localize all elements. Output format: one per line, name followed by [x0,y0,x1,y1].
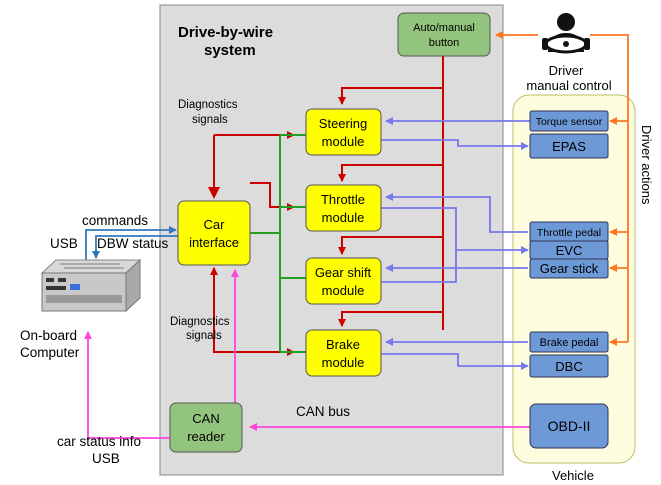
brake-pedal-box: Brake pedal [529,331,609,353]
vehicle-label: Vehicle [552,468,594,483]
gear-stick-box: Gear stick [529,258,609,279]
diag-bottom-label-1: Diagnostics [170,316,230,328]
evc-label: EVC [556,243,583,258]
throttle-pedal-label: Throttle pedal [537,227,601,239]
brake-pedal-label: Brake pedal [540,337,599,349]
car-interface-module: Car interface [177,200,251,266]
commands-label: commands [82,213,148,228]
evc-box: EVC [529,240,609,260]
onboard-computer-icon [40,258,142,313]
can-reader-module: CAN reader [169,402,243,453]
system-title-line1: Drive-by-wire [178,24,273,41]
driver-icon [542,13,590,54]
brake-label-2: module [322,355,365,370]
usb-bottom-label: USB [92,451,120,466]
epas-label: EPAS [552,139,586,154]
torque-sensor-box: Torque sensor [529,110,609,132]
gear-stick-label: Gear stick [540,261,599,276]
brake-label-1: Brake [326,337,360,352]
brake-module: Brake module [305,329,382,377]
can-bus-lines [84,269,530,439]
steering-label-2: module [322,134,365,149]
car-interface-label-1: Car [204,217,226,232]
throttle-label-1: Throttle [321,192,365,207]
usb-top-label: USB [50,236,78,251]
auto-manual-label-2: button [429,37,460,49]
epas-box: EPAS [529,133,609,159]
system-title-line2: system [204,42,256,59]
can-bus-label: CAN bus [296,404,350,419]
dbw-status-label: DBW status [97,236,169,251]
dbc-box: DBC [529,354,609,378]
car-status-label: car status info [57,434,141,449]
throttle-module: Throttle module [305,184,382,232]
driver-label-1: Driver [549,63,584,78]
throttle-label-2: module [322,210,365,225]
car-interface-label-2: interface [189,235,239,250]
onboard-label-2: Computer [20,345,80,360]
gear-shift-module: Gear shift module [305,257,382,305]
onboard-label-1: On-board [20,328,77,343]
obd-box: OBD-II [529,403,609,449]
driver-action-lines [495,31,629,346]
steering-label-1: Steering [319,116,367,131]
can-reader-label-1: CAN [192,411,219,426]
diag-top-label-2: signals [192,114,228,126]
steering-module: Steering module [305,108,382,156]
auto-manual-label-1: Auto/manual [413,22,475,34]
gear-shift-label-2: module [322,283,365,298]
driver-actions-label: Driver actions [639,125,654,205]
feedback-blue-lines [381,117,530,370]
diag-top-label-1: Diagnostics [178,99,238,111]
dbc-label: DBC [555,359,582,374]
driver-label-2: manual control [526,78,611,93]
obd-label: OBD-II [548,418,591,434]
can-reader-label-2: reader [187,429,225,444]
gear-shift-label-1: Gear shift [315,265,372,280]
throttle-pedal-box: Throttle pedal [529,221,609,243]
auto-manual-button: Auto/manual button [397,12,491,57]
usb-lines [85,226,178,260]
auto-manual-control-lines [338,56,444,330]
diagnostics-green-lines [250,134,306,353]
diag-bottom-label-2: signals [186,330,222,342]
torque-sensor-label: Torque sensor [536,116,603,128]
